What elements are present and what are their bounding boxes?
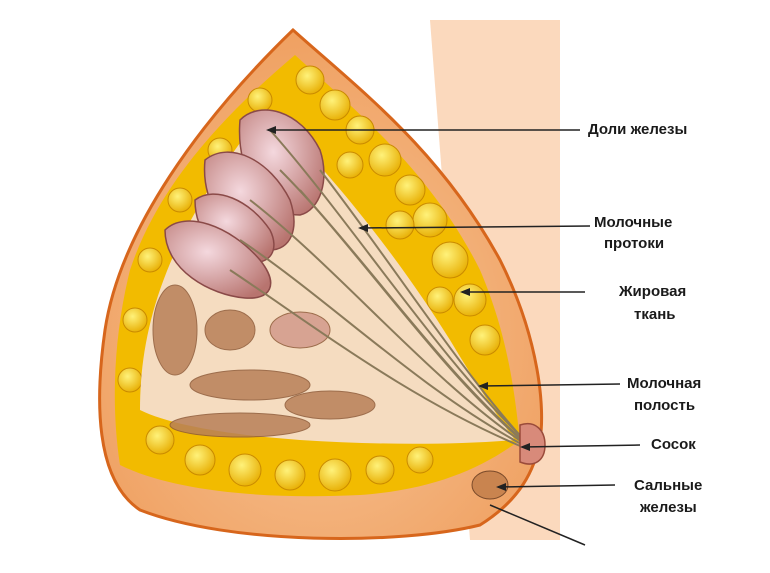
label-glands-line2: железы xyxy=(640,499,697,516)
milk-ducts xyxy=(229,129,526,449)
label-sinus-line2: полость xyxy=(634,397,696,414)
nipple xyxy=(519,423,546,465)
label-glands-line1: Сальные xyxy=(634,477,703,494)
label-ducts-line1: Молочные xyxy=(594,214,673,231)
sebaceous-gland xyxy=(471,470,509,500)
label-fat-line2: ткань xyxy=(634,306,676,323)
label-fat-line1: Жировая xyxy=(619,283,687,300)
leader-line-glands xyxy=(497,484,616,488)
label-sinus-line1: Молочная xyxy=(627,375,702,392)
leader-line-nipple xyxy=(521,444,641,448)
label-lobes: Доли железы xyxy=(588,121,688,138)
muscle-bundles xyxy=(152,284,376,438)
leader-line-ducts xyxy=(359,225,591,229)
label-ducts-line2: протоки xyxy=(604,235,665,252)
leader-line-sinus xyxy=(479,383,621,387)
arrowheads xyxy=(266,126,530,491)
label-nipple: Сосок xyxy=(651,436,696,453)
leader-line-extra xyxy=(489,504,586,546)
fat-lobules xyxy=(117,65,501,492)
leader-lines xyxy=(268,129,641,546)
